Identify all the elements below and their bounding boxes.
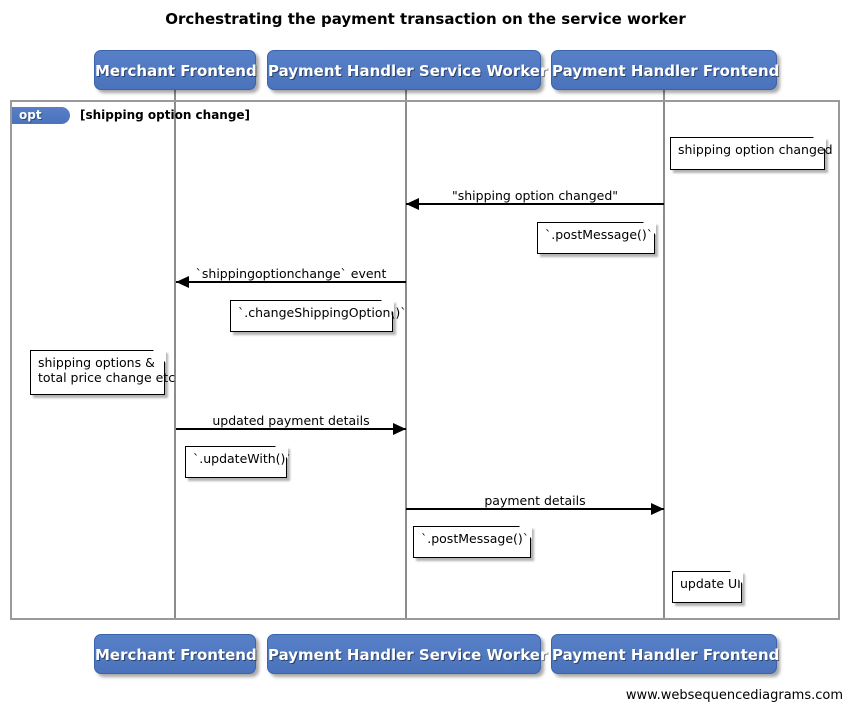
message-line-payment-details bbox=[406, 508, 664, 510]
note-dogear-icon bbox=[642, 221, 656, 235]
participant-payment-handler-frontend-top[interactable]: Payment Handler Frontend bbox=[551, 50, 779, 90]
participant-payment-handler-service-worker-bottom[interactable]: Payment Handler Service Worker bbox=[267, 634, 547, 674]
message-arrowhead-updated-payment-details bbox=[393, 423, 406, 435]
message-label-shippingoptionchange-event: `shippingoptionchange` event bbox=[195, 266, 387, 281]
page-title: Orchestrating the payment transaction on… bbox=[165, 10, 686, 28]
message-label-updated-payment-details: updated payment details bbox=[212, 413, 370, 428]
note-shipping-options-total-price: shipping options & total price change et… bbox=[30, 349, 175, 395]
note-dogear-icon bbox=[380, 299, 394, 313]
note-shipping-option-changed: shipping option changed bbox=[670, 136, 833, 170]
message-line-shippingoptionchange-event bbox=[176, 281, 406, 283]
note-dogear-icon bbox=[729, 570, 743, 584]
footer-watermark: www.websequencediagrams.com bbox=[625, 688, 843, 703]
note-update-ui: update UI bbox=[672, 570, 743, 603]
fragment-opt-guard: [shipping option change] bbox=[80, 108, 251, 122]
note-change-shipping-option: `.changeShippingOption()` bbox=[230, 299, 406, 332]
message-line-updated-payment-details bbox=[176, 428, 406, 430]
participant-payment-handler-frontend-bottom[interactable]: Payment Handler Frontend bbox=[551, 634, 779, 674]
participant-payment-handler-service-worker-top[interactable]: Payment Handler Service Worker bbox=[267, 50, 547, 90]
note-post-message-1: `.postMessage()` bbox=[537, 221, 656, 254]
message-line-shipping-option-changed bbox=[406, 203, 664, 205]
lifeline-payment-handler-frontend bbox=[663, 90, 665, 620]
message-label-shipping-option-changed: "shipping option changed" bbox=[451, 188, 618, 203]
note-dogear-icon bbox=[152, 349, 166, 363]
message-arrowhead-shipping-option-changed bbox=[406, 198, 419, 210]
participant-merchant-frontend-bottom[interactable]: Merchant Frontend bbox=[94, 634, 257, 674]
fragment-opt-tag: opt bbox=[12, 107, 70, 124]
note-dogear-icon bbox=[518, 525, 532, 539]
message-label-payment-details: payment details bbox=[484, 493, 586, 508]
message-arrowhead-payment-details bbox=[651, 503, 664, 515]
lifeline-merchant-frontend bbox=[174, 90, 176, 620]
fragment-opt-frame bbox=[10, 100, 840, 620]
message-arrowhead-shippingoptionchange-event bbox=[176, 276, 189, 288]
note-update-with: `.updateWith()` bbox=[185, 445, 292, 478]
lifeline-payment-handler-service-worker bbox=[405, 90, 407, 620]
note-dogear-icon bbox=[274, 445, 288, 459]
note-dogear-icon bbox=[812, 136, 826, 150]
participant-merchant-frontend-top[interactable]: Merchant Frontend bbox=[94, 50, 257, 90]
note-post-message-2: `.postMessage()` bbox=[413, 525, 532, 558]
